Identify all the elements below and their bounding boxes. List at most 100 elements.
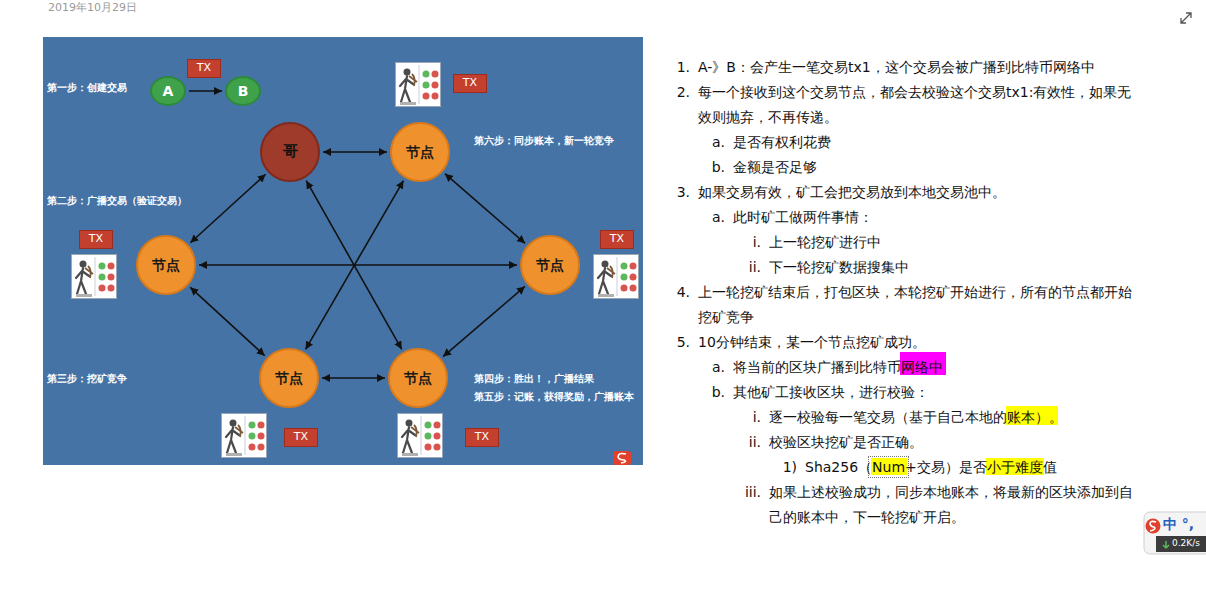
list-item: 4.上一轮挖矿结束后，打包区块，本轮挖矿开始进行，所有的节点都开始挖矿竞争 [0,280,1140,330]
list-text: 此时矿工做两件事情： [733,205,1140,230]
list-item: a.是否有权利花费 [0,130,1140,155]
list-text: 10分钟结束，某一个节点挖矿成功。 [698,330,1140,355]
node-label: B [238,83,249,99]
miner-icon [398,414,443,458]
list-text: 上一轮挖矿结束后，打包区块，本轮挖矿开始进行，所有的节点都开始挖矿竞争 [698,280,1140,330]
tx-box: TX [187,59,221,78]
list-item: a.将当前的区块广播到比特币网络中 [0,355,1140,380]
list-item: i.逐一校验每一笔交易（基于自己本地的账本）。 [0,405,1140,430]
list-item: i.上一轮挖矿进行中 [0,230,1140,255]
list-text: 是否有权利花费 [733,130,1140,155]
expand-icon [1181,13,1191,23]
connector [306,181,401,350]
watermark-logo [613,451,631,465]
node-circle: 节点 [136,235,196,295]
node-label: TX [89,233,103,246]
list-text: 金额是否足够 [733,155,1140,180]
node-label: TX [294,431,308,444]
node-text: TX [197,62,211,75]
list-item: 3.如果交易有效，矿工会把交易放到本地交易池中。 [0,180,1140,205]
account-circle: B [225,76,261,106]
list-text: 将当前的区块广播到比特币网络中 [733,355,1140,380]
node-text: 节点 [536,257,564,273]
connector [306,181,404,350]
list-marker: 5. [668,330,698,355]
connector [189,90,222,92]
node-label: TX [610,233,624,246]
node-circle: 节点 [259,348,319,408]
node-text: 节点 [152,257,180,273]
node-label: 节点 [275,370,303,386]
list-marker: a. [703,205,733,230]
miner-icon [222,414,267,458]
connector [323,151,387,153]
list-item: ii.校验区块挖矿是否正确。 [0,430,1140,455]
node-label: TX [463,77,477,90]
list-marker: ii. [739,255,769,280]
node-label: 节点 [536,257,564,273]
list-marker: 2. [668,80,698,130]
list-text: 上一轮挖矿进行中 [769,230,1140,255]
node-circle: 节点 [520,235,580,295]
tx-box: TX [284,428,318,447]
tx-box: TX [79,230,113,249]
list-text: 逐一校验每一笔交易（基于自己本地的账本）。 [769,405,1140,430]
list-item: 1)Sha256（Num+交易）是否小于难度值 [0,455,1140,480]
node-circle: 节点 [388,348,448,408]
list-marker: b. [703,380,733,405]
ime-speed: 0.2K/s [1172,538,1200,548]
list-item: b.金额是否足够 [0,155,1140,180]
connector [199,264,517,266]
miner-icon [396,63,441,107]
node-label: TX [475,431,489,444]
list-marker: a. [703,355,733,380]
list-marker: a. [703,130,733,155]
account-circle: A [150,76,186,106]
node-text: 哥 [283,143,298,160]
list-text: 如果上述校验成功，同步本地账本，将最新的区块添加到自己的账本中，下一轮挖矿开启。 [769,480,1140,530]
list-text: 其他矿工接收区块，进行校验： [733,380,1140,405]
node-label: 节点 [406,144,434,160]
list-text: 下一轮挖矿数据搜集中 [769,255,1140,280]
list-text: Sha256（Num+交易）是否小于难度值 [805,455,1140,480]
tx-box: TX [465,428,499,447]
node-text: 节点 [406,144,434,160]
list-text: A-》B：会产生一笔交易tx1，这个交易会被广播到比特币网络中 [698,55,1140,80]
step-label: 第二步：广播交易（验证交易） [47,194,187,208]
connector [190,287,264,355]
node-text: TX [463,77,477,90]
list-text: 每一个接收到这个交易节点，都会去校验这个交易tx1:有效性，如果无效则抛弃，不再… [698,80,1140,130]
node-label: 节点 [152,257,180,273]
node-text: 节点 [404,370,432,386]
list-marker: 1. [668,55,698,80]
list-marker: i. [739,405,769,430]
ime-status: 中 °, [1163,516,1194,534]
list-item: b.其他矿工接收区块，进行校验： [0,380,1140,405]
list-item: ii.下一轮挖矿数据搜集中 [0,255,1140,280]
list-item: 1.A-》B：会产生一笔交易tx1，这个交易会被广播到比特币网络中 [0,55,1140,80]
node-text: 节点 [275,370,303,386]
connector [443,286,525,356]
node-circle: 哥 [260,122,320,182]
node-text: TX [294,431,308,444]
diagram-background [43,37,643,465]
list-item: a.此时矿工做两件事情： [0,205,1140,230]
list-marker: b. [703,155,733,180]
connector [322,377,385,379]
node-label: 节点 [404,370,432,386]
list-item: iii.如果上述校验成功，同步本地账本，将最新的区块添加到自己的账本中，下一轮挖… [0,480,1140,530]
list-item: 2.每一个接收到这个交易节点，都会去校验这个交易tx1:有效性，如果无效则抛弃，… [0,80,1140,130]
miner-icon [594,255,639,299]
numbered-list: 1.A-》B：会产生一笔交易tx1，这个交易会被广播到比特币网络中2.每一个接收… [0,55,1140,530]
list-marker: iii. [739,480,769,530]
step-label: 第四步：胜出！，广播结果 [474,372,594,386]
list-marker: ii. [739,430,769,455]
node-text: TX [89,233,103,246]
ime-toolbar [1144,512,1206,554]
node-text: TX [610,233,624,246]
list-item: 5.10分钟结束，某一个节点挖矿成功。 [0,330,1140,355]
node-text: B [238,83,249,99]
node-text: TX [475,431,489,444]
list-marker: 3. [668,180,698,205]
connector [445,174,525,244]
